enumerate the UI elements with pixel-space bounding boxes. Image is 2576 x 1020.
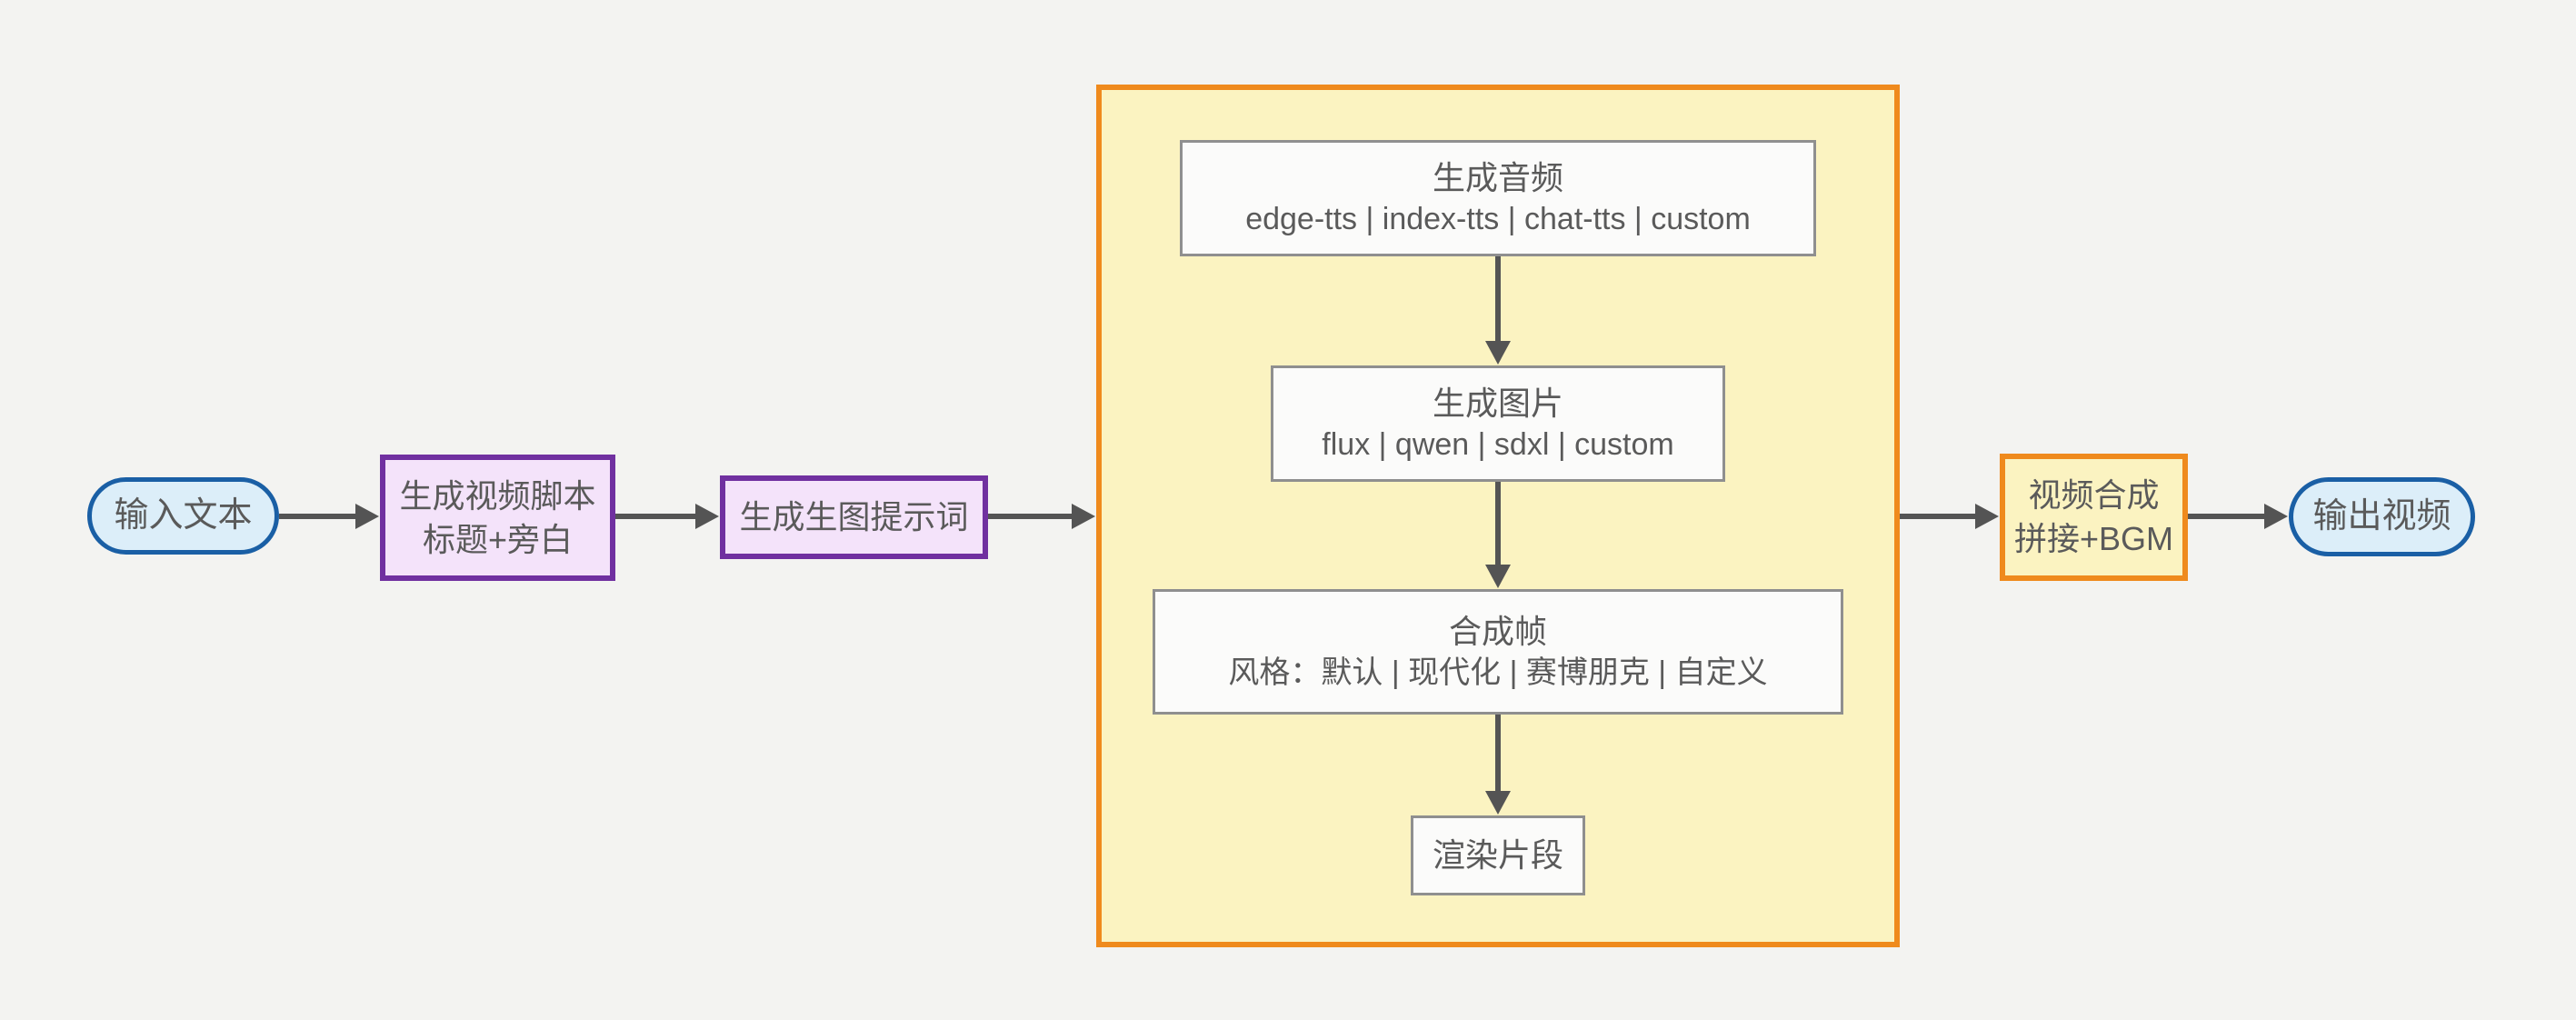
arrow-image-to-frame (1485, 482, 1511, 588)
node-compose-frame-options: 风格：默认 | 现代化 | 赛博朋克 | 自定义 (1228, 655, 1768, 691)
node-generate-audio-title: 生成音频 (1432, 158, 1563, 196)
node-compose-frame-title: 合成帧 (1448, 612, 1547, 650)
node-generate-image-options: flux | qwen | sdxl | custom (1322, 427, 1674, 463)
node-generate-image-prompt: 生成生图提示词 (720, 475, 988, 559)
arrow-script-to-prompt (615, 504, 719, 529)
arrow-compose-to-output (2188, 504, 2288, 529)
node-compose-frame: 合成帧 风格：默认 | 现代化 | 赛博朋克 | 自定义 (1153, 589, 1843, 715)
node-render-segment: 渲染片段 (1411, 815, 1585, 895)
node-input-text: 输入文本 (87, 477, 279, 555)
node-output-video-label: 输出视频 (2312, 497, 2451, 536)
node-generate-script-subtitle: 标题+旁白 (422, 520, 574, 558)
node-input-text-label: 输入文本 (114, 496, 253, 535)
arrow-frame-to-render (1485, 715, 1511, 815)
arrow-audio-to-image (1485, 256, 1511, 365)
node-generate-image: 生成图片 flux | qwen | sdxl | custom (1271, 365, 1725, 482)
arrow-input-to-script (279, 504, 379, 529)
node-video-compose-title: 视频合成 (2028, 476, 2160, 515)
node-video-compose: 视频合成 拼接+BGM (2000, 454, 2188, 581)
arrow-prompt-to-pipeline (988, 504, 1095, 529)
node-generate-image-prompt-label: 生成生图提示词 (739, 498, 969, 536)
node-generate-audio: 生成音频 edge-tts | index-tts | chat-tts | c… (1180, 140, 1816, 256)
arrow-pipeline-to-compose (1900, 504, 1999, 529)
node-output-video: 输出视频 (2289, 477, 2475, 556)
node-generate-script-title: 生成视频脚本 (399, 476, 596, 515)
node-render-segment-label: 渲染片段 (1432, 836, 1563, 875)
node-video-compose-subtitle: 拼接+BGM (2013, 520, 2174, 557)
node-generate-audio-options: edge-tts | index-tts | chat-tts | custom (1245, 202, 1751, 237)
node-generate-script: 生成视频脚本 标题+旁白 (380, 455, 615, 581)
node-generate-image-title: 生成图片 (1432, 384, 1563, 422)
